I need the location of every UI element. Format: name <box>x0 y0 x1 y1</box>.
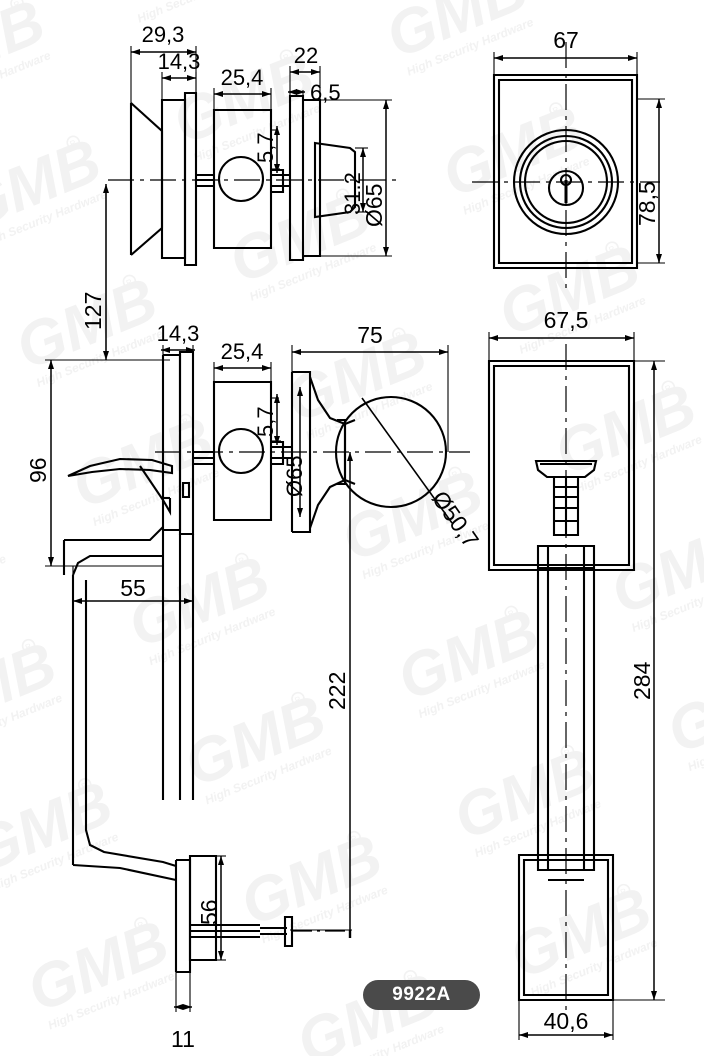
dim-11 <box>174 972 192 1012</box>
dim-dia50-7 <box>361 397 453 524</box>
dim-label-25-4-b: 25,4 <box>221 339 264 364</box>
rosette-taper <box>130 102 164 256</box>
dim-25-4 <box>213 88 272 110</box>
thumbturn-stem <box>552 475 580 537</box>
escutcheon-outer <box>492 73 639 270</box>
dim-label-dia65-b: Ø65 <box>282 455 307 497</box>
dim-25-4-b <box>213 362 272 382</box>
latch-rod-flange <box>283 915 294 948</box>
plate-flange <box>178 350 195 536</box>
dim-label-22: 22 <box>294 43 318 68</box>
cam-circle <box>217 155 265 203</box>
dim-96 <box>45 359 163 567</box>
dim-label-96: 96 <box>25 457 51 483</box>
right-plate <box>303 98 322 258</box>
dim-label-dia65-a: Ø65 <box>361 184 387 227</box>
handleset-plate-inner <box>492 364 631 567</box>
dim-label-31-2: 31.2 <box>340 172 365 215</box>
dim-40-6 <box>518 1000 614 1040</box>
lever-neck <box>139 465 172 516</box>
dim-label-127: 127 <box>80 292 106 330</box>
view-top-left-deadbolt-side <box>108 91 400 267</box>
spindle-lines-2 <box>271 173 290 188</box>
grip-bottom-line <box>72 863 177 882</box>
dim-label-222: 222 <box>324 672 350 710</box>
cam-circle-mid <box>217 427 265 475</box>
latch-rod <box>260 926 287 936</box>
dim-label-dia50-7: Ø50,7 <box>427 486 484 552</box>
dim-label-6-5: 6,5 <box>310 80 341 105</box>
foot-plate-inner <box>522 858 610 997</box>
dim-label-25-4: 25,4 <box>221 65 264 90</box>
rosette-collar <box>160 98 187 260</box>
dim-label-56: 56 <box>196 899 222 925</box>
dim-222 <box>290 452 353 938</box>
plate-shelf-top <box>64 526 164 542</box>
grip-inner-curve <box>84 580 177 868</box>
lock-body-block-mid <box>212 380 273 522</box>
dim-55 <box>72 566 194 606</box>
dim-67 <box>493 52 638 75</box>
dim-dia65-b <box>291 372 303 532</box>
drawing-geometry: 29,3 14,3 25,4 22 6,5 5,7 31.2 <box>25 22 665 1052</box>
grip-bar <box>536 544 596 872</box>
dim-label-5-7-a: 5,7 <box>253 132 278 163</box>
dim-56 <box>216 855 226 961</box>
dim-label-67: 67 <box>553 27 579 53</box>
dim-label-14-3-b: 14,3 <box>157 321 200 346</box>
dim-label-75: 75 <box>357 322 383 348</box>
view-top-right-deadbolt-front <box>472 42 660 290</box>
bottom-latch-block <box>174 854 350 974</box>
dim-label-29-3: 29,3 <box>142 22 185 47</box>
latch-nub <box>181 481 191 499</box>
lever-handle-curve <box>67 457 174 478</box>
dim-284 <box>613 360 665 1001</box>
body-step <box>271 168 285 194</box>
dim-6-5 <box>288 89 305 96</box>
dim-14-3 <box>161 72 197 100</box>
spindle-lines-mid <box>193 450 214 466</box>
dim-31-2 <box>355 147 368 213</box>
right-knob-profile <box>313 141 357 219</box>
dim-label-78-5: 78,5 <box>634 181 660 226</box>
dim-label-55: 55 <box>120 575 146 601</box>
rosette-flange <box>183 91 198 267</box>
dim-67-5 <box>488 332 635 361</box>
dim-label-284: 284 <box>629 661 655 700</box>
thumbturn-cap <box>534 459 598 479</box>
dim-5-7-b <box>271 394 281 445</box>
latch-spindle-lines <box>190 923 260 939</box>
spindle-lines-mid-2 <box>271 445 292 460</box>
dim-dia65-a <box>320 99 392 257</box>
handleset-plate-outer <box>487 359 636 572</box>
latch-body <box>176 858 192 974</box>
model-badge: 9922A <box>363 980 480 1010</box>
knob-rosette-plate <box>292 370 312 534</box>
dim-label-11: 11 <box>171 1026 195 1052</box>
dim-label-67-5: 67,5 <box>544 307 589 333</box>
right-flange <box>288 94 305 262</box>
escutcheon-inner <box>497 78 634 265</box>
dim-label-5-7-b: 5,7 <box>253 406 278 437</box>
view-bottom-right-handleset-front <box>487 344 636 1010</box>
dim-75 <box>291 345 449 452</box>
lock-body-block <box>212 108 273 250</box>
dim-14-3-b <box>161 345 195 355</box>
dim-label-14-3: 14,3 <box>158 49 201 74</box>
dim-5-7-a <box>271 126 280 173</box>
grip-top-curve <box>72 554 163 576</box>
dim-label-40-6: 40,6 <box>544 1008 589 1034</box>
dim-78-5 <box>637 98 665 264</box>
